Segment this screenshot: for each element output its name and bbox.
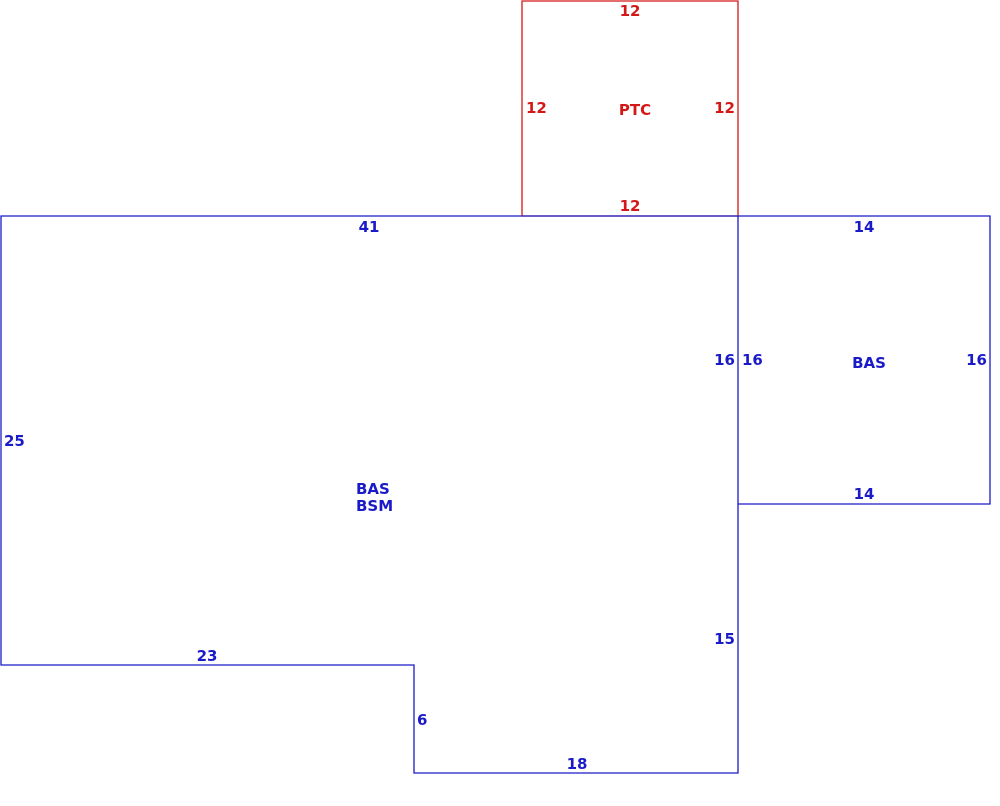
main-area-label-line2: BSM	[356, 497, 393, 515]
side-dim-right: 16	[966, 351, 987, 369]
side-dim-bottom: 14	[854, 485, 875, 503]
main-dim-step: 6	[417, 711, 427, 729]
side-area-label: BAS	[852, 354, 886, 372]
main-dim-bottom-left: 23	[197, 647, 218, 665]
porch-area-label: PTC	[619, 101, 651, 119]
main-dim-left: 25	[4, 432, 25, 450]
main-dim-top: 41	[359, 218, 380, 236]
side-area-outline	[738, 215, 991, 505]
main-dim-bottom: 18	[567, 755, 588, 773]
porch-dim-top: 12	[620, 2, 641, 20]
side-dim-top: 14	[854, 218, 875, 236]
porch-dim-bottom: 12	[620, 197, 641, 215]
porch-dim-left: 12	[526, 99, 547, 117]
main-area-label-line1: BAS	[356, 480, 390, 498]
main-dim-right-upper: 16	[714, 351, 735, 369]
main-dim-right-lower: 15	[714, 630, 735, 648]
side-dim-left: 16	[742, 351, 763, 369]
porch-dim-right: 12	[714, 99, 735, 117]
